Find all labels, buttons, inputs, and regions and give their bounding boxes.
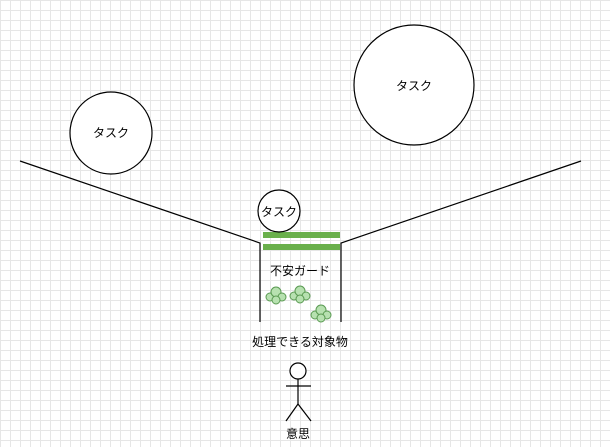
guard-bar-bottom[interactable] [263,244,340,250]
actor-icon[interactable] [285,362,312,422]
funnel-right-edge[interactable] [340,160,582,322]
guard-bar-top[interactable] [263,232,340,238]
processable-objects-label: 処理できる対象物 [252,335,348,349]
cloud-1[interactable] [265,286,287,305]
task-circle-right[interactable] [353,24,475,146]
task-label-right: タスク [395,79,433,93]
guard-label: 不安ガード [269,264,331,278]
cloud-2[interactable] [289,285,311,304]
actor-label: 意思 [285,427,311,441]
funnel-left-edge[interactable] [19,160,261,322]
task-label-left: タスク [92,126,130,140]
task-circle-small[interactable] [257,189,301,233]
task-circle-left[interactable] [69,91,153,175]
cloud-3[interactable] [310,304,332,323]
task-label-small: タスク [260,205,298,219]
